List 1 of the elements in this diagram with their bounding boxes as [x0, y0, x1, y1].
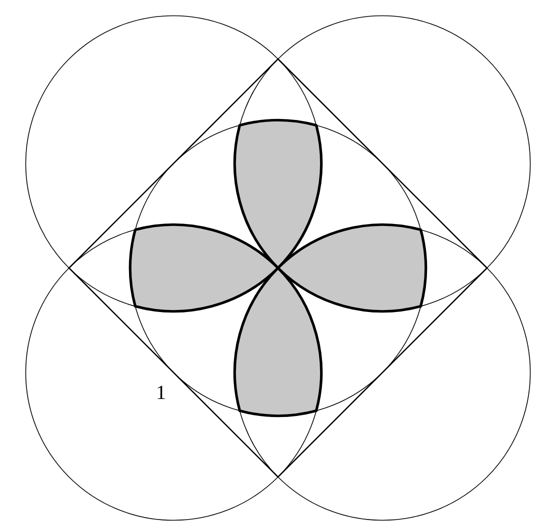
- part-label: 1: [156, 383, 166, 403]
